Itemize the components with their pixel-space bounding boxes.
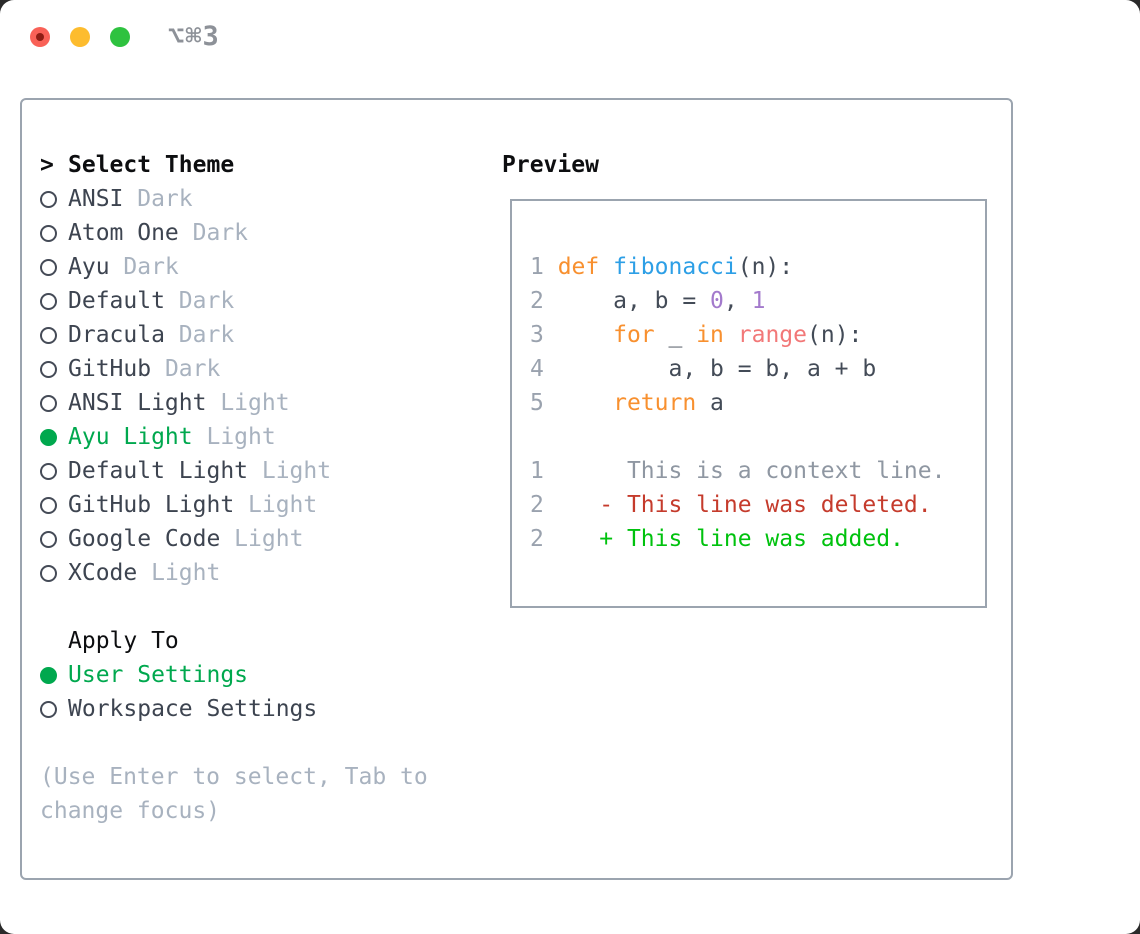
radio-marker [40, 394, 68, 412]
apply-option-workspace-settings[interactable]: Workspace Settings [40, 692, 460, 726]
prompt-icon: > [40, 152, 54, 178]
theme-option-default[interactable]: Default Dark [40, 284, 460, 318]
theme-option-github[interactable]: GitHub Dark [40, 352, 460, 386]
preview-box: 1 def fibonacci(n): 2 a, b = 0, 1 3 for _ … [510, 199, 987, 608]
code-line: 5 return a [530, 390, 724, 416]
option-label: Atom One Dark [68, 220, 249, 246]
code-line: 2 - This line was deleted. [530, 492, 932, 518]
theme-option-default-light[interactable]: Default Light Light [40, 454, 460, 488]
code-line: 4 a, b = b, a + b [530, 356, 877, 382]
preview-header: Preview [502, 148, 987, 182]
radio-marker [40, 190, 68, 208]
zoom-button[interactable] [110, 27, 130, 47]
traffic-lights [30, 27, 130, 47]
option-label: ANSI Dark [68, 186, 193, 212]
theme-option-github-light[interactable]: GitHub Light Light [40, 488, 460, 522]
line-number: 2 [530, 526, 558, 552]
radio-icon [40, 530, 57, 548]
code-line: 2 + This line was added. [530, 526, 904, 552]
radio-icon [40, 360, 57, 378]
option-label: Workspace Settings [68, 696, 318, 722]
code-line: 1 def fibonacci(n): [530, 254, 794, 280]
radio-icon [40, 496, 57, 514]
select-theme-title: Select Theme [68, 152, 235, 178]
radio-marker [40, 530, 68, 548]
theme-option-ayu[interactable]: Ayu Dark [40, 250, 460, 284]
radio-marker [40, 360, 68, 378]
radio-marker [40, 496, 68, 514]
line-number: 2 [530, 288, 558, 314]
code-line: 2 a, b = 0, 1 [530, 288, 766, 314]
radio-marker [40, 292, 68, 310]
radio-icon [40, 564, 57, 582]
theme-option-ansi-light[interactable]: ANSI Light Light [40, 386, 460, 420]
prompt-marker: > [40, 152, 68, 178]
select-theme-header: > Select Theme [40, 148, 460, 182]
theme-option-dracula[interactable]: Dracula Dark [40, 318, 460, 352]
line-number: 5 [530, 390, 558, 416]
option-label: Default Light Light [68, 458, 332, 484]
option-label: ANSI Light Light [68, 390, 290, 416]
code-line: 3 for _ in range(n): [530, 322, 863, 348]
theme-option-google-code[interactable]: Google Code Light [40, 522, 460, 556]
radio-marker [40, 258, 68, 276]
theme-option-ansi[interactable]: ANSI Dark [40, 182, 460, 216]
window-titlebar: ⌥⌘3 [0, 0, 1140, 70]
preview-title: Preview [502, 152, 599, 178]
line-number: 1 [530, 458, 558, 484]
radio-marker [40, 666, 68, 684]
radio-marker [40, 462, 68, 480]
option-label: User Settings [68, 662, 249, 688]
radio-marker [40, 326, 68, 344]
radio-marker [40, 564, 68, 582]
line-number: 2 [530, 492, 558, 518]
code-line [530, 420, 985, 454]
radio-icon [40, 700, 57, 718]
keyboard-hint-text: (Use Enter to select, Tab to change focu… [40, 764, 428, 824]
option-label: XCode Light [68, 560, 221, 586]
apply-to-header: Apply To [40, 624, 460, 658]
option-label: Google Code Light [68, 526, 304, 552]
radio-icon [40, 292, 57, 310]
radio-icon [40, 394, 57, 412]
radio-icon [40, 258, 57, 276]
apply-to-title: Apply To [68, 628, 179, 654]
option-label: Ayu Dark [68, 254, 179, 280]
radio-icon [40, 224, 57, 242]
code-line: 1 This is a context line. [530, 458, 946, 484]
radio-selected-icon [40, 428, 57, 446]
theme-option-xcode[interactable]: XCode Light [40, 556, 460, 590]
radio-icon [40, 326, 57, 344]
window-title-shortcut: ⌥⌘3 [168, 21, 220, 52]
theme-option-atom-one[interactable]: Atom One Dark [40, 216, 460, 250]
theme-option-ayu-light[interactable]: Ayu Light Light [40, 420, 460, 454]
radio-selected-icon [40, 666, 57, 684]
option-label: GitHub Dark [68, 356, 221, 382]
option-label: GitHub Light Light [68, 492, 318, 518]
line-number: 1 [530, 254, 558, 280]
line-number: 4 [530, 356, 558, 382]
radio-marker [40, 428, 68, 446]
option-label: Default Dark [68, 288, 235, 314]
radio-icon [40, 462, 57, 480]
option-label: Ayu Light Light [68, 424, 276, 450]
radio-marker [40, 700, 68, 718]
radio-icon [40, 190, 57, 208]
code-preview: 1 def fibonacci(n): 2 a, b = 0, 1 3 for _ … [512, 201, 985, 556]
apply-option-user-settings[interactable]: User Settings [40, 658, 460, 692]
radio-marker [40, 224, 68, 242]
line-number: 3 [530, 322, 558, 348]
preview-column: Preview 1 def fibonacci(n): 2 a, b = 0, 1… [502, 148, 987, 608]
minimize-button[interactable] [70, 27, 90, 47]
option-label: Dracula Dark [68, 322, 235, 348]
close-button[interactable] [30, 27, 50, 47]
